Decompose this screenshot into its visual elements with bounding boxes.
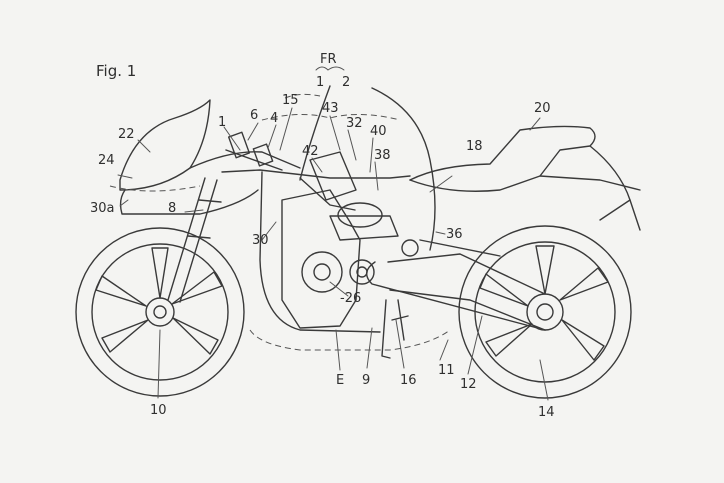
label-20: 20 xyxy=(534,101,551,116)
label-E: E xyxy=(336,373,344,388)
label-26: -26 xyxy=(340,291,361,306)
label-10: 10 xyxy=(150,403,167,418)
label-4: 4 xyxy=(270,111,278,126)
label-6: 6 xyxy=(250,108,258,123)
side-stand xyxy=(382,300,408,358)
label-36: 36 xyxy=(446,227,463,242)
label-14: 14 xyxy=(538,405,555,420)
label-40: 40 xyxy=(370,124,387,139)
label-30a: 30a xyxy=(90,201,115,216)
label-18: 18 xyxy=(466,139,483,154)
label-15: 15 xyxy=(282,93,299,108)
label-12: 12 xyxy=(460,377,477,392)
label-2: 2 xyxy=(342,75,350,90)
rear-wheel xyxy=(459,226,631,398)
label-22: 22 xyxy=(118,127,135,142)
seat-and-tail xyxy=(410,126,640,230)
label-42: 42 xyxy=(302,144,319,159)
label-1: 1 xyxy=(218,115,226,130)
label-16: 16 xyxy=(400,373,417,388)
label-11: 11 xyxy=(438,363,455,378)
label-38: 38 xyxy=(374,148,391,163)
label-1-top: 1 xyxy=(316,75,324,90)
label-24: 24 xyxy=(98,153,115,168)
direction-label: FR xyxy=(320,52,337,67)
label-43: 43 xyxy=(322,101,339,116)
front-wheel xyxy=(76,228,244,396)
label-8: 8 xyxy=(168,201,176,216)
swing-arm xyxy=(367,240,545,330)
label-32: 32 xyxy=(346,116,363,131)
handlebar xyxy=(226,132,282,170)
label-9: 9 xyxy=(362,373,370,388)
figure-title: Fig. 1 xyxy=(96,62,136,80)
label-30: 30 xyxy=(252,233,269,248)
front-fork xyxy=(168,178,221,302)
